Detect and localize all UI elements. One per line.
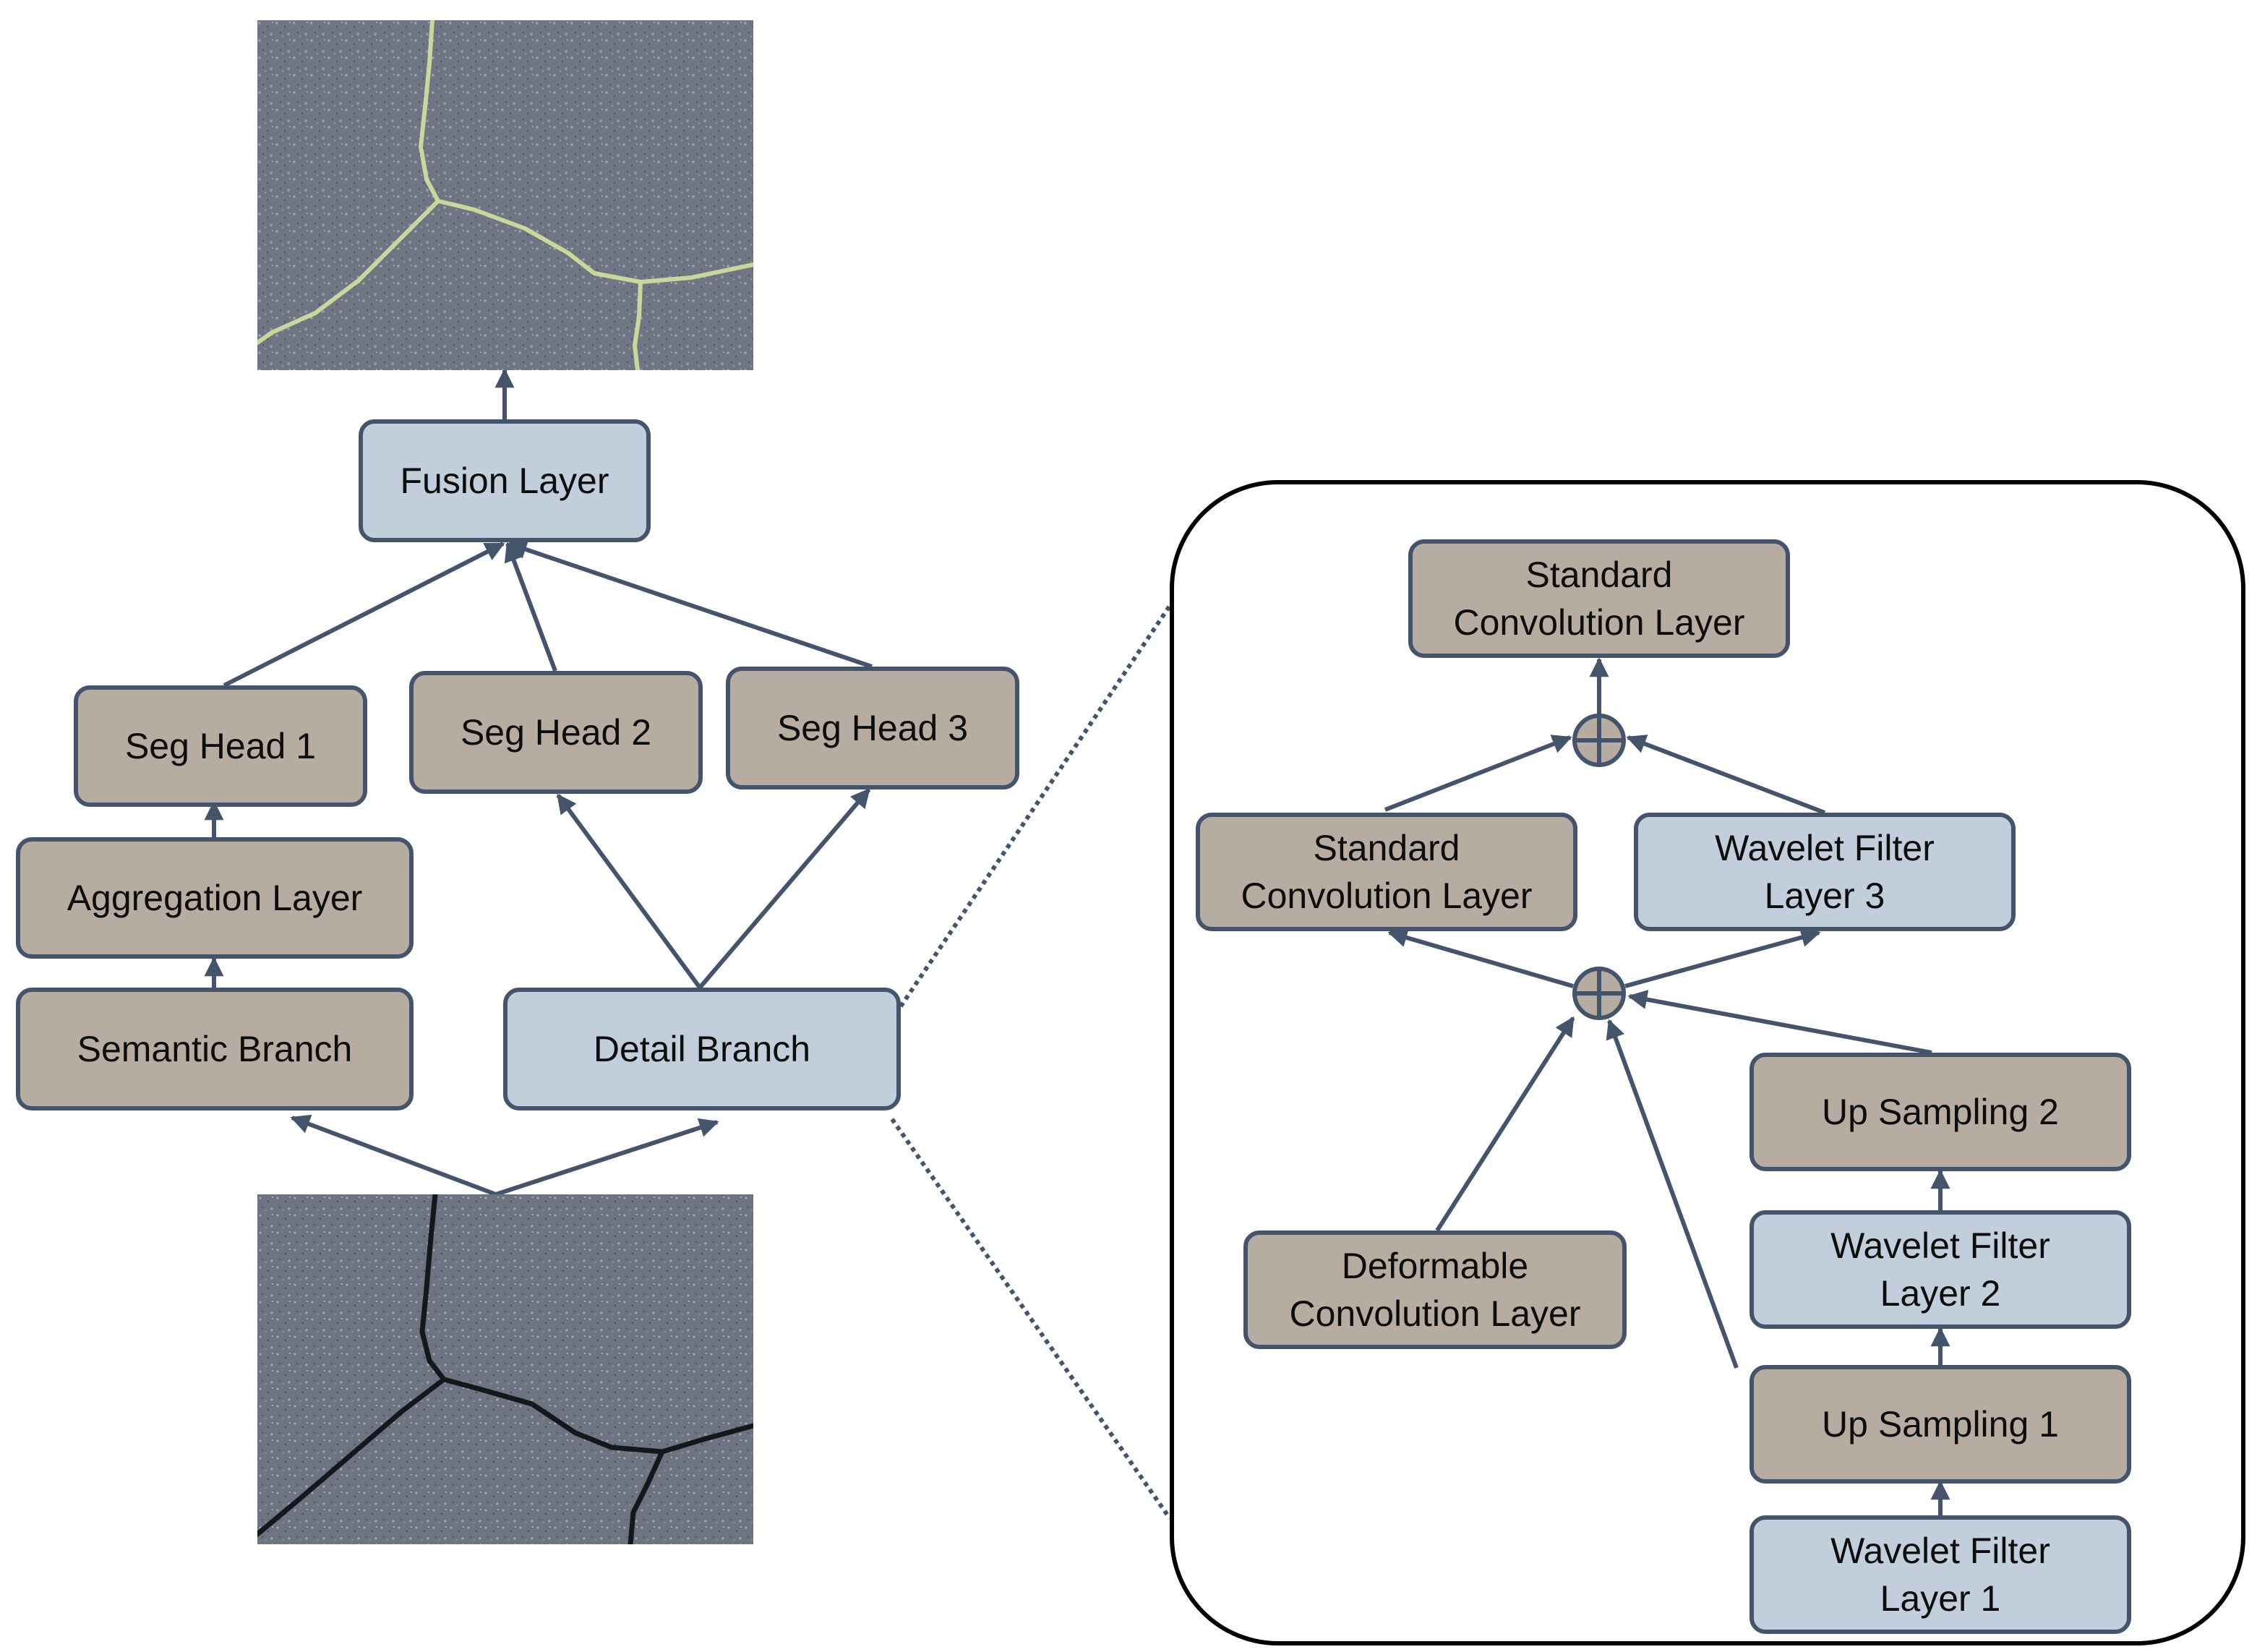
standard-convolution-layer-top-node: Standard Convolution Layer xyxy=(1408,539,1790,658)
output-crack-segmentation-image xyxy=(257,20,753,370)
detail-branch-node: Detail Branch xyxy=(503,988,901,1110)
arrow-sum-mid-to-standard-conv-mid xyxy=(1387,928,1574,988)
wavelet-filter-layer-2-node: Wavelet Filter Layer 2 xyxy=(1750,1210,2131,1329)
detail-branch-expanded-panel xyxy=(1170,480,2245,1645)
fusion-layer-node: Fusion Layer xyxy=(359,419,651,542)
arrow-detail-to-seghead3 xyxy=(698,787,871,989)
zoom-guide-bottom xyxy=(890,1118,1172,1520)
arrow-standard-conv-mid-to-sum-top xyxy=(1384,735,1572,812)
arrow-upsampling1-to-sum-mid xyxy=(1606,1019,1739,1369)
arrow-detail-to-seghead2 xyxy=(556,793,702,989)
input-pavement-crack-image xyxy=(257,1194,753,1544)
arrow-upsampling2-to-sum-mid xyxy=(1627,990,1932,1055)
arrow-seghead2-to-fusion xyxy=(504,542,557,672)
arrow-wavelet3-to-sum-top xyxy=(1626,735,1826,815)
up-sampling-1-node: Up Sampling 1 xyxy=(1750,1365,2131,1484)
zoom-guide-top xyxy=(899,604,1172,1008)
arrow-seghead3-to-fusion xyxy=(507,540,873,669)
deformable-convolution-layer-node: Deformable Convolution Layer xyxy=(1243,1231,1627,1349)
wavelet-filter-layer-3-node: Wavelet Filter Layer 3 xyxy=(1634,813,2016,931)
seg-head-3-node: Seg Head 3 xyxy=(726,667,1019,789)
arrow-sum-mid-to-wavelet3 xyxy=(1624,928,1821,988)
seg-head-1-node: Seg Head 1 xyxy=(74,685,367,807)
aggregation-layer-node: Aggregation Layer xyxy=(16,837,414,959)
arrow-input-to-detail xyxy=(495,1118,719,1197)
arrow-input-to-semantic xyxy=(290,1114,497,1197)
sum-symbol-middle xyxy=(1572,967,1626,1020)
sum-symbol-top xyxy=(1572,714,1626,767)
semantic-branch-node: Semantic Branch xyxy=(16,988,414,1110)
wavelet-filter-layer-1-node: Wavelet Filter Layer 1 xyxy=(1750,1515,2131,1634)
seg-head-2-node: Seg Head 2 xyxy=(409,671,703,794)
arrow-seghead1-to-fusion xyxy=(223,542,505,688)
up-sampling-2-node: Up Sampling 2 xyxy=(1750,1053,2131,1171)
arrow-deformable-to-sum-mid xyxy=(1435,1016,1575,1232)
standard-convolution-layer-mid-node: Standard Convolution Layer xyxy=(1196,813,1577,931)
